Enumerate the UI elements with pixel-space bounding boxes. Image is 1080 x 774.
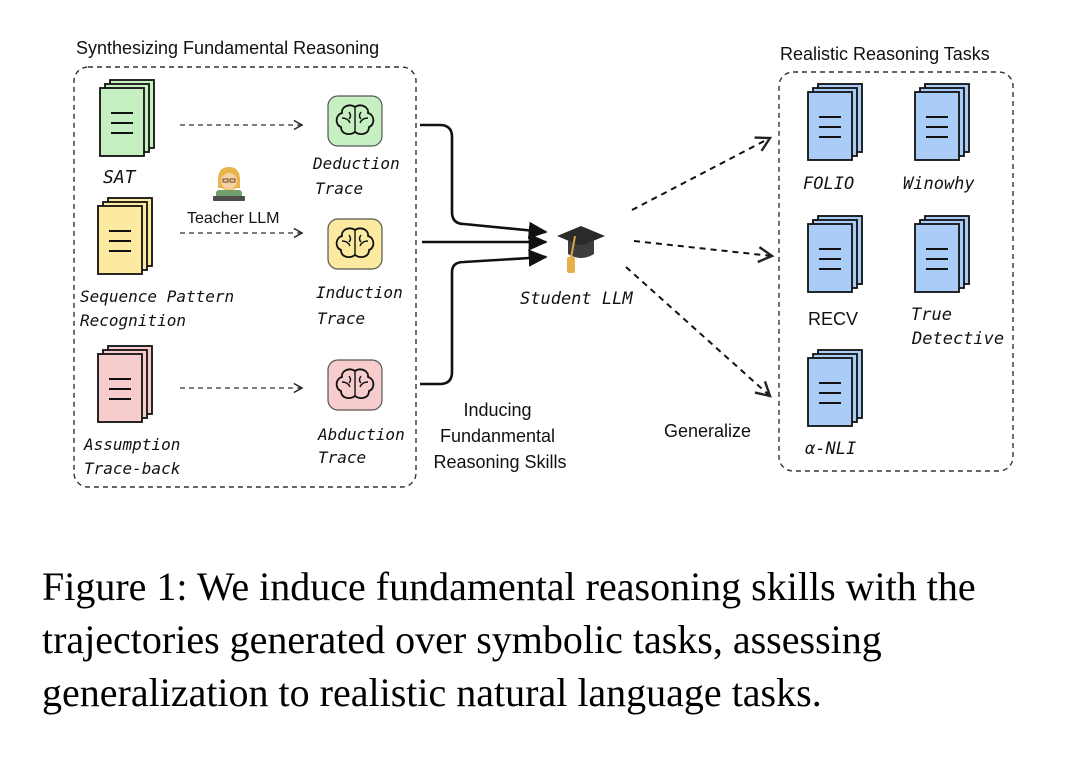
arrow-to-anli	[625, 266, 772, 398]
source-label-sequence: Sequence Pattern Recognition	[80, 287, 244, 330]
arrow-to-recv	[633, 240, 775, 264]
task-doc-winowhy	[914, 83, 970, 161]
task-doc-true-detective	[914, 215, 970, 293]
left-panel-title: Synthesizing Fundamental Reasoning	[76, 38, 379, 58]
task-label-recv: RECV	[808, 309, 858, 329]
deduction-brain-box	[327, 95, 383, 147]
trace-label-induction: Induction Trace	[316, 283, 412, 328]
task-label-winowhy: Winowhy	[903, 174, 975, 194]
reasoning-diagram: Synthesizing Fundamental Reasoning SAT S…	[73, 38, 1014, 488]
trace-label-deduction: Deduction Trace	[312, 154, 409, 198]
task-label-folio: FOLIO	[803, 174, 854, 194]
source-doc-sequence	[97, 197, 153, 275]
generalize-label: Generalize	[664, 421, 751, 441]
source-label-sat: SAT	[103, 167, 137, 188]
figure-caption: Figure 1: We induce fundamental reasonin…	[42, 564, 976, 715]
arrow-to-folio	[631, 136, 773, 211]
task-doc-folio	[807, 83, 863, 161]
source-label-assumption: Assumption Trace-back	[83, 435, 190, 478]
arrow-deduction-to-student	[420, 123, 548, 239]
teacher-icon	[213, 167, 245, 201]
task-label-true-detective: True Detective	[911, 305, 1004, 349]
task-doc-recv	[807, 215, 863, 293]
induction-brain-box	[327, 218, 383, 270]
right-panel-frame	[778, 71, 1014, 472]
source-doc-assumption	[97, 345, 153, 423]
left-panel-frame	[73, 66, 417, 488]
teacher-label: Teacher LLM	[187, 210, 280, 227]
student-label: Student LLM	[520, 289, 633, 309]
task-label-anli: α-NLI	[805, 439, 856, 459]
abduction-brain-box	[327, 359, 383, 411]
inducing-label: Inducing Fundanmental Reasoning Skills	[433, 400, 566, 472]
trace-label-abduction: Abduction Trace	[317, 425, 414, 467]
task-doc-anli	[807, 349, 863, 427]
right-panel-title: Realistic Reasoning Tasks	[780, 44, 990, 64]
source-doc-sat	[99, 79, 155, 157]
arrow-abduction-to-student	[420, 249, 548, 386]
graduation-cap-icon	[557, 226, 605, 273]
